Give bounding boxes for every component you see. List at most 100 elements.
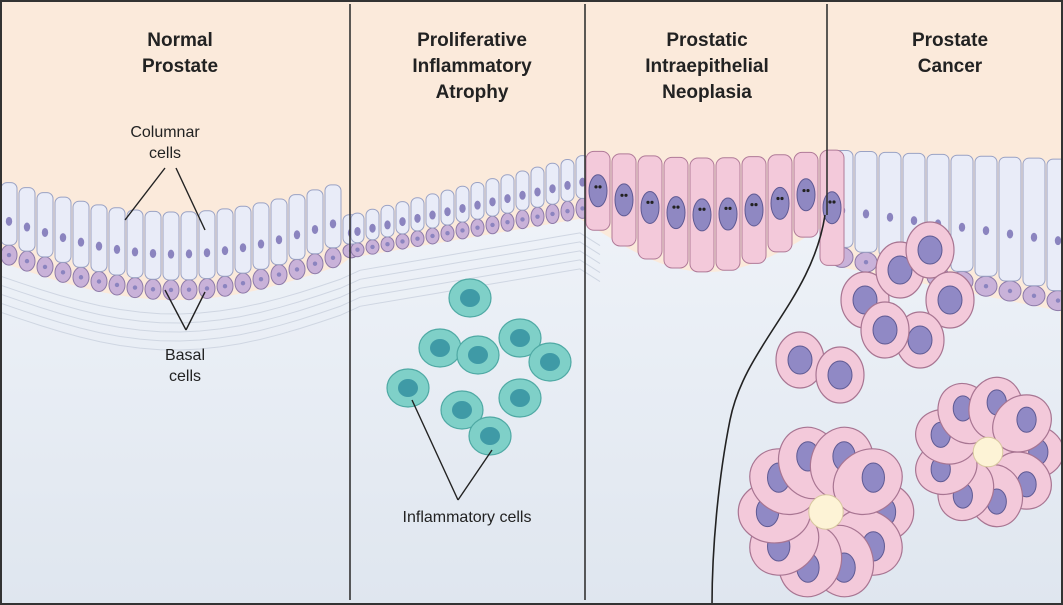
cell-nucleus bbox=[504, 194, 511, 204]
basal-nucleus bbox=[240, 280, 246, 286]
cancer-nucleus bbox=[907, 325, 933, 355]
basal-nucleus bbox=[490, 222, 495, 228]
nucleolus bbox=[624, 193, 628, 197]
cancer-nucleus bbox=[887, 255, 913, 285]
columnar-cell bbox=[306, 189, 324, 255]
basal-nucleus bbox=[400, 239, 405, 244]
basal-nucleus bbox=[114, 282, 120, 288]
cell-nucleus bbox=[354, 226, 361, 236]
stroma-fiber bbox=[0, 241, 601, 324]
basal-nucleus bbox=[168, 287, 174, 293]
cancer-nucleus bbox=[917, 235, 943, 265]
panel-title-proliferative-inflammatory-atrophy: Proliferative Inflammatory Atrophy bbox=[412, 30, 532, 103]
columnar-cell bbox=[126, 209, 144, 279]
nucleolus bbox=[646, 200, 650, 204]
enlarged-nucleus bbox=[744, 193, 764, 227]
cell-nucleus bbox=[239, 243, 247, 253]
cell-nucleus bbox=[113, 244, 121, 254]
gland-lumen bbox=[808, 494, 844, 530]
basal-nucleus bbox=[535, 214, 540, 219]
cell-nucleus bbox=[579, 177, 586, 187]
columnar-cell bbox=[144, 210, 162, 280]
inflammatory-cells-label: Inflammatory cells bbox=[402, 509, 532, 526]
basal-nucleus bbox=[258, 277, 264, 282]
cell-nucleus bbox=[549, 184, 556, 194]
nucleolus bbox=[832, 200, 836, 204]
basal-nucleus bbox=[460, 228, 465, 233]
enlarged-nucleus bbox=[718, 197, 738, 231]
cell-nucleus bbox=[564, 180, 571, 190]
cell-nucleus bbox=[414, 213, 421, 223]
basal-nucleus bbox=[580, 206, 585, 211]
cell-nucleus bbox=[1006, 229, 1014, 239]
columnar-cell bbox=[18, 187, 36, 252]
cell-nucleus bbox=[203, 248, 211, 258]
cell-nucleus bbox=[399, 217, 406, 227]
columnar-cell bbox=[216, 208, 234, 277]
basal-nucleus bbox=[1055, 298, 1061, 303]
cell-nucleus bbox=[275, 235, 283, 245]
inflammatory-nucleus bbox=[510, 389, 530, 407]
cell-nucleus bbox=[384, 220, 391, 230]
columnar-cell bbox=[198, 210, 216, 279]
inflammatory-nucleus bbox=[452, 401, 472, 419]
enlarged-nucleus bbox=[770, 186, 790, 220]
columnar-cell bbox=[950, 154, 974, 272]
cancer-nucleus bbox=[937, 285, 963, 315]
columnar-cell-layer bbox=[0, 149, 1063, 292]
nucleolus bbox=[776, 196, 780, 201]
basal-nucleus bbox=[204, 286, 210, 291]
basal-nucleus bbox=[505, 219, 510, 225]
stroma-fiber bbox=[0, 232, 601, 315]
nucleolus bbox=[702, 207, 706, 211]
stroma-fiber bbox=[0, 250, 601, 333]
basal-nucleus bbox=[863, 260, 869, 265]
cell-nucleus bbox=[59, 233, 67, 243]
enlarged-nucleus bbox=[666, 196, 686, 230]
basal-nucleus bbox=[78, 275, 84, 280]
columnar-cell bbox=[545, 162, 560, 205]
columnar-cell bbox=[252, 202, 270, 270]
basal-nucleus bbox=[42, 264, 48, 270]
columnar-cell bbox=[108, 207, 126, 276]
columnar-cell bbox=[515, 170, 530, 211]
columnar-cell bbox=[54, 196, 72, 263]
cell-nucleus bbox=[185, 249, 193, 259]
leader-line bbox=[411, 399, 459, 501]
inflammatory-nucleus bbox=[398, 379, 418, 397]
nucleolus bbox=[780, 196, 784, 201]
basal-nucleus bbox=[1007, 288, 1013, 294]
invasion-boundary-line bbox=[711, 214, 826, 605]
basal-nucleus bbox=[312, 261, 318, 266]
nucleolus bbox=[620, 193, 624, 197]
nucleolus bbox=[728, 206, 732, 210]
basal-nucleus bbox=[276, 272, 282, 277]
cell-nucleus bbox=[95, 241, 103, 251]
columnar-cell bbox=[998, 156, 1022, 282]
gland-lumen bbox=[972, 436, 1004, 468]
cell-nucleus bbox=[311, 224, 319, 234]
basal-nucleus bbox=[550, 211, 555, 217]
inflammatory-nucleus bbox=[510, 329, 530, 347]
cell-nucleus bbox=[23, 222, 31, 232]
enlarged-nucleus bbox=[822, 191, 842, 225]
cell-nucleus bbox=[429, 210, 436, 220]
panel-title-prostatic-intraepithelial-neoplasia: Prostatic Intraepithelial Neoplasia bbox=[645, 30, 769, 103]
columnar-cell bbox=[500, 174, 515, 214]
leader-line bbox=[185, 291, 206, 331]
cancer-cell-layer bbox=[737, 221, 1063, 598]
nucleolus bbox=[650, 200, 654, 204]
enlarged-nucleus bbox=[796, 178, 816, 212]
nucleolus bbox=[598, 185, 602, 189]
basal-nucleus bbox=[430, 233, 435, 239]
nucleolus bbox=[676, 205, 680, 209]
basal-nucleus bbox=[294, 267, 300, 272]
cell-nucleus bbox=[1054, 236, 1062, 246]
basal-nucleus bbox=[132, 285, 138, 290]
inflammatory-cell-layer bbox=[386, 278, 572, 456]
columnar-cells-label: Columnar cells bbox=[130, 124, 200, 162]
nucleolus bbox=[750, 203, 754, 207]
cell-nucleus bbox=[519, 190, 526, 200]
